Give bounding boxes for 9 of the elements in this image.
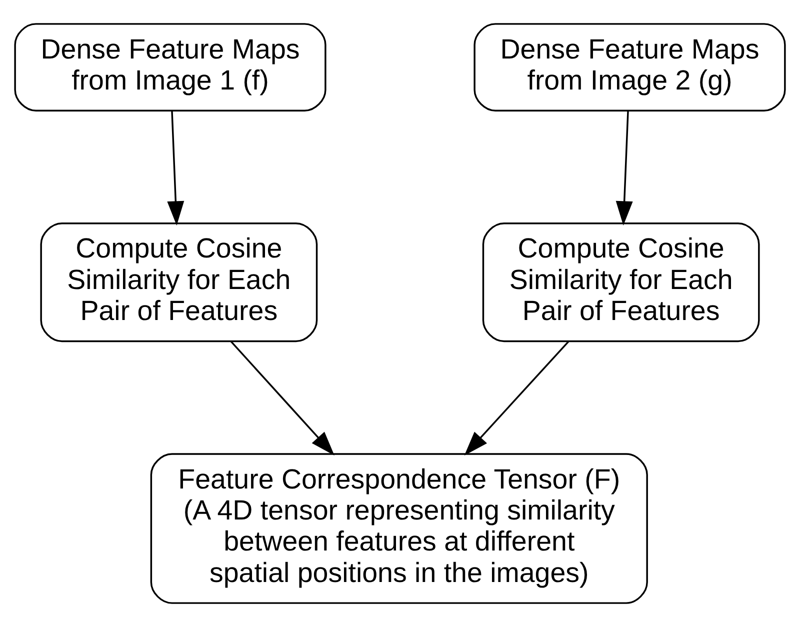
node-box: Compute Cosine Similarity for Each Pair of Features (40, 222, 318, 342)
node-box: Feature Correspondence Tensor (F) (A 4D tensor representing similarity between features at different spatial positions in the images) (150, 452, 648, 604)
node-box: Dense Feature Maps from Image 1 (f) (14, 22, 326, 111)
node-box: Dense Feature Maps from Image 2 (g) (474, 22, 786, 111)
arrow (616, 110, 633, 225)
arrow (464, 340, 570, 455)
node-box: Compute Cosine Similarity for Each Pair of Features (482, 222, 760, 342)
arrow (167, 110, 184, 225)
arrow (230, 340, 334, 455)
